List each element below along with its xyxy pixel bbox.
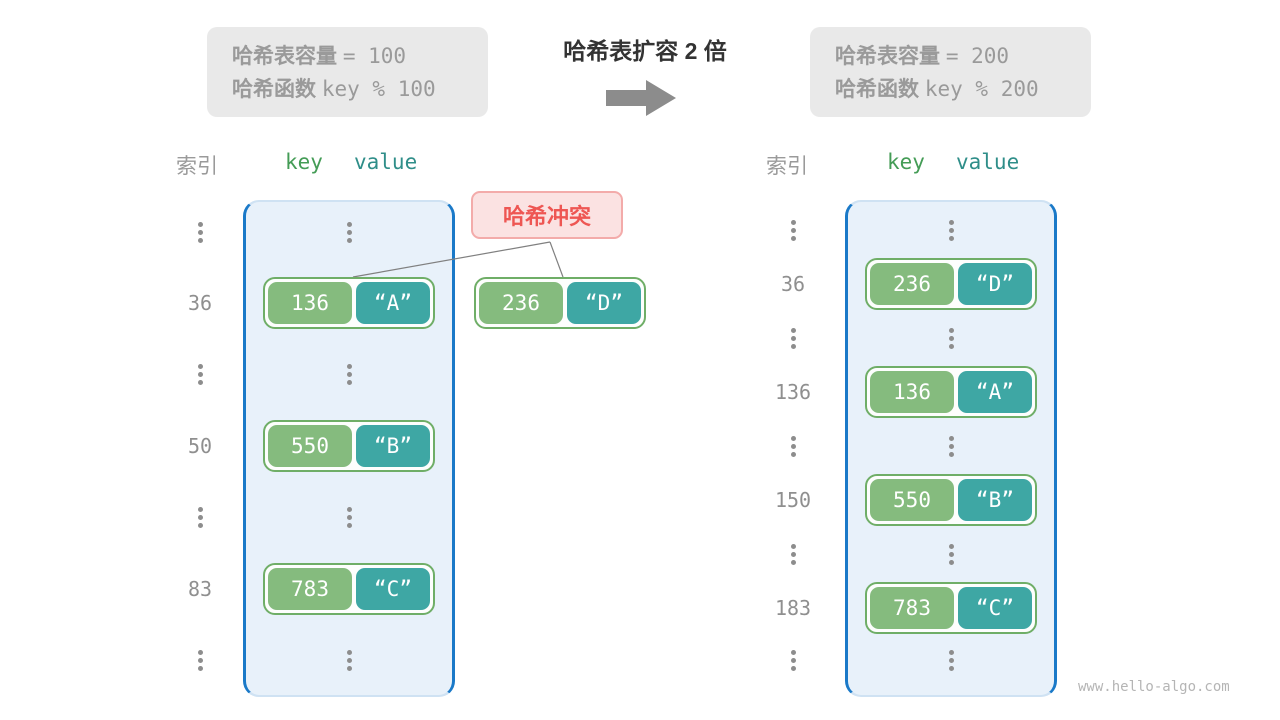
ellipsis-icon	[921, 328, 981, 349]
entry-pair: 550 “B”	[865, 474, 1037, 526]
key-chip: 236	[870, 263, 954, 305]
ellipsis-icon	[319, 650, 379, 671]
ellipsis-icon	[170, 364, 230, 385]
ellipsis-icon	[921, 544, 981, 565]
ellipsis-icon	[170, 222, 230, 243]
ellipsis-icon	[170, 507, 230, 528]
index-label: 136	[774, 380, 812, 404]
info-box-after: 哈希表容量 = 200 哈希函数 key % 200	[810, 27, 1091, 117]
entry-pair: 783 “C”	[263, 563, 435, 615]
ellipsis-icon	[170, 650, 230, 671]
entry-pair-colliding: 236 “D”	[474, 277, 646, 329]
hash-line: 哈希函数 key % 100	[232, 73, 488, 106]
capacity-value: = 200	[945, 44, 1010, 68]
index-label: 50	[187, 434, 213, 458]
column-header-value: value	[956, 150, 1020, 174]
entry-pair: 136 “A”	[263, 277, 435, 329]
hash-label: 哈希函数	[232, 78, 316, 101]
index-label: 36	[187, 291, 213, 315]
ellipsis-icon	[763, 544, 823, 565]
index-label: 150	[774, 488, 812, 512]
key-chip: 236	[479, 282, 563, 324]
value-chip: “D”	[958, 263, 1032, 305]
key-chip: 783	[870, 587, 954, 629]
collision-badge: 哈希冲突	[471, 191, 623, 239]
ellipsis-icon	[763, 650, 823, 671]
capacity-value: = 100	[342, 44, 407, 68]
hash-value: key % 100	[321, 77, 436, 101]
ellipsis-icon	[763, 220, 823, 241]
ellipsis-icon	[319, 507, 379, 528]
expand-arrow-icon	[606, 79, 678, 117]
watermark: www.hello-algo.com	[1078, 679, 1230, 695]
hash-label: 哈希函数	[835, 78, 919, 101]
ellipsis-icon	[319, 222, 379, 243]
key-chip: 550	[268, 425, 352, 467]
value-chip: “A”	[356, 282, 430, 324]
key-chip: 136	[268, 282, 352, 324]
capacity-label: 哈希表容量	[232, 45, 337, 68]
key-chip: 136	[870, 371, 954, 413]
entry-pair: 550 “B”	[263, 420, 435, 472]
hash-line: 哈希函数 key % 200	[835, 73, 1091, 106]
key-chip: 783	[268, 568, 352, 610]
entry-pair: 136 “A”	[865, 366, 1037, 418]
entry-pair: 236 “D”	[865, 258, 1037, 310]
index-label: 183	[774, 596, 812, 620]
ellipsis-icon	[921, 220, 981, 241]
value-chip: “A”	[958, 371, 1032, 413]
value-chip: “C”	[356, 568, 430, 610]
column-header-index: 索引	[176, 155, 218, 178]
capacity-line: 哈希表容量 = 100	[232, 40, 488, 73]
ellipsis-icon	[319, 364, 379, 385]
ellipsis-icon	[763, 328, 823, 349]
expand-title: 哈希表扩容 2 倍	[563, 38, 727, 64]
ellipsis-icon	[763, 436, 823, 457]
key-chip: 550	[870, 479, 954, 521]
column-header-key: key	[887, 150, 925, 174]
info-box-before: 哈希表容量 = 100 哈希函数 key % 100	[207, 27, 488, 117]
value-chip: “B”	[356, 425, 430, 467]
ellipsis-icon	[921, 650, 981, 671]
entry-pair: 783 “C”	[865, 582, 1037, 634]
hash-value: key % 200	[924, 77, 1039, 101]
value-chip: “D”	[567, 282, 641, 324]
column-header-index: 索引	[766, 155, 808, 178]
index-label: 36	[780, 272, 806, 296]
ellipsis-icon	[921, 436, 981, 457]
capacity-label: 哈希表容量	[835, 45, 940, 68]
index-label: 83	[187, 577, 213, 601]
column-header-value: value	[354, 150, 418, 174]
column-header-key: key	[285, 150, 323, 174]
value-chip: “B”	[958, 479, 1032, 521]
value-chip: “C”	[958, 587, 1032, 629]
capacity-line: 哈希表容量 = 200	[835, 40, 1091, 73]
